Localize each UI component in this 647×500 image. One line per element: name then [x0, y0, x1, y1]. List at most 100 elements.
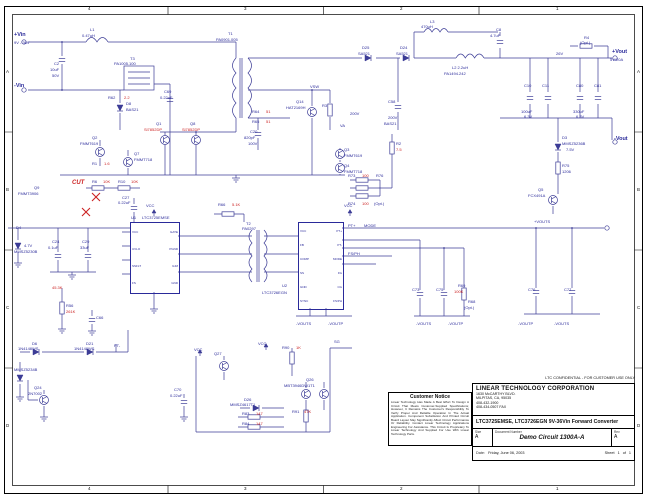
ic-pin-label: GATE	[170, 230, 178, 234]
ic-pin-label: MODE	[333, 256, 342, 261]
sheet-value: 1	[617, 450, 620, 455]
schematic-title: LTC3725EMSE, LTC3726EGN 9V-36Vin Forward…	[473, 416, 634, 429]
component-label: 820pF	[244, 135, 256, 140]
component-label: C75	[436, 287, 444, 292]
title-block: LINEAR TECHNOLOGY CORPORATION 1630 McCAR…	[472, 383, 635, 461]
component-label: PA0297	[242, 226, 256, 231]
component-label: FMMT619	[344, 153, 363, 158]
component-label: Q7	[134, 151, 140, 156]
component-label: 10K	[103, 179, 111, 184]
component-label: C80	[576, 83, 584, 88]
component-label: 33uF	[80, 245, 90, 250]
component-label: C10	[524, 83, 532, 88]
component-label: C77	[564, 287, 572, 292]
component-label: Q3	[344, 147, 350, 152]
ic-pin-label: FG	[337, 270, 342, 275]
component-label: 0.22uF	[118, 200, 131, 205]
component-label: 100uF	[521, 109, 533, 114]
component-label: 2.2	[124, 95, 130, 100]
grid-ref-row: B	[637, 187, 641, 192]
component-label: L3	[430, 19, 435, 24]
component-label: U1	[131, 215, 137, 220]
grid-ref-col: 3	[244, 486, 247, 491]
component-label: 470uH	[421, 24, 433, 29]
component-label: -VOUTP	[448, 321, 464, 326]
component-label: C11	[542, 83, 550, 88]
company-fax: 408-434-0507 FAX	[476, 405, 507, 410]
size-label: Size	[475, 430, 482, 434]
component-label: L1	[90, 27, 95, 32]
component-label: R73	[348, 173, 356, 178]
component-label: R65	[252, 119, 260, 124]
component-label: R91	[292, 409, 300, 414]
component-label: 100V	[248, 141, 258, 146]
component-label: +Vout	[612, 49, 628, 55]
component-label: 7.5V	[566, 147, 575, 152]
component-label: BAS21	[126, 107, 139, 112]
component-label: R68	[468, 299, 476, 304]
component-label: Si7852DP	[144, 127, 163, 132]
component-label: 50V	[52, 73, 60, 78]
ic-pin-label: COMP	[300, 256, 309, 261]
grid-ref-col: 2	[400, 6, 403, 11]
component-label: T3	[130, 56, 135, 61]
component-label: 147	[256, 411, 263, 416]
grid-ref-row: D	[637, 423, 641, 428]
component-label: C73	[412, 287, 420, 292]
component-label: C24	[52, 239, 60, 244]
component-label: MODE	[364, 223, 376, 228]
component-label: VCC	[194, 347, 203, 352]
component-label: LTC3726EGN	[262, 290, 287, 295]
grid-ref-row: A	[6, 69, 10, 74]
document-number-label: Document Number	[495, 430, 522, 434]
grid-ref-col: 1	[556, 6, 559, 11]
component-label: Q9	[34, 185, 40, 190]
component-label: R62	[108, 95, 116, 100]
component-label: R3	[322, 103, 328, 108]
component-label: 1K	[296, 345, 301, 350]
component-label: +Vin	[14, 32, 26, 38]
component-label: D21	[86, 341, 94, 346]
ic-pin-label: VCC	[300, 228, 307, 233]
component-label: C81	[594, 83, 602, 88]
component-label: 10uF	[50, 67, 60, 72]
component-label: D26	[244, 397, 252, 402]
component-label: 6.3V	[524, 114, 533, 119]
component-label: R4	[584, 35, 590, 40]
company-address-1: 1630 McCARTHY BLVD.	[476, 392, 516, 396]
component-label: MMSZ5230B	[14, 249, 38, 254]
component-label: 100	[362, 173, 369, 178]
component-label: VCC	[258, 341, 267, 346]
component-label: (Opt.)	[374, 201, 385, 206]
component-label: Q26	[306, 377, 314, 382]
component-label: Q2	[92, 135, 98, 140]
component-label: 51	[266, 119, 271, 124]
component-label: LTC3725EMSE	[142, 215, 170, 220]
company-phone: 408-432-1900	[476, 400, 499, 405]
ic-pin-label: VCC	[132, 230, 139, 234]
component-label: 4.7V	[24, 243, 33, 248]
component-label: MBT3946DW1T1	[284, 383, 315, 388]
component-label: R76	[376, 173, 384, 178]
cut-mark-icon	[81, 207, 91, 217]
component-label: Q5	[538, 187, 544, 192]
component-label: (Opt.)	[580, 40, 591, 45]
component-label: C29	[82, 239, 90, 244]
component-label: BAS21	[384, 121, 397, 126]
component-label: -VOUTP	[328, 321, 344, 326]
component-label: 51	[266, 109, 271, 114]
component-label: VCC	[146, 203, 155, 208]
component-label: 7.5	[396, 147, 402, 152]
grid-ref-row: A	[637, 69, 641, 74]
component-label: R66	[218, 202, 226, 207]
ic-pin-label: FB	[300, 242, 304, 247]
component-label: FMMT718	[344, 169, 363, 174]
component-label: U2	[282, 283, 288, 288]
ic-pin-label: PGND	[169, 247, 178, 251]
rev-value: A	[614, 434, 618, 440]
component-label: D3	[562, 135, 568, 140]
component-label: Q24	[34, 385, 42, 390]
